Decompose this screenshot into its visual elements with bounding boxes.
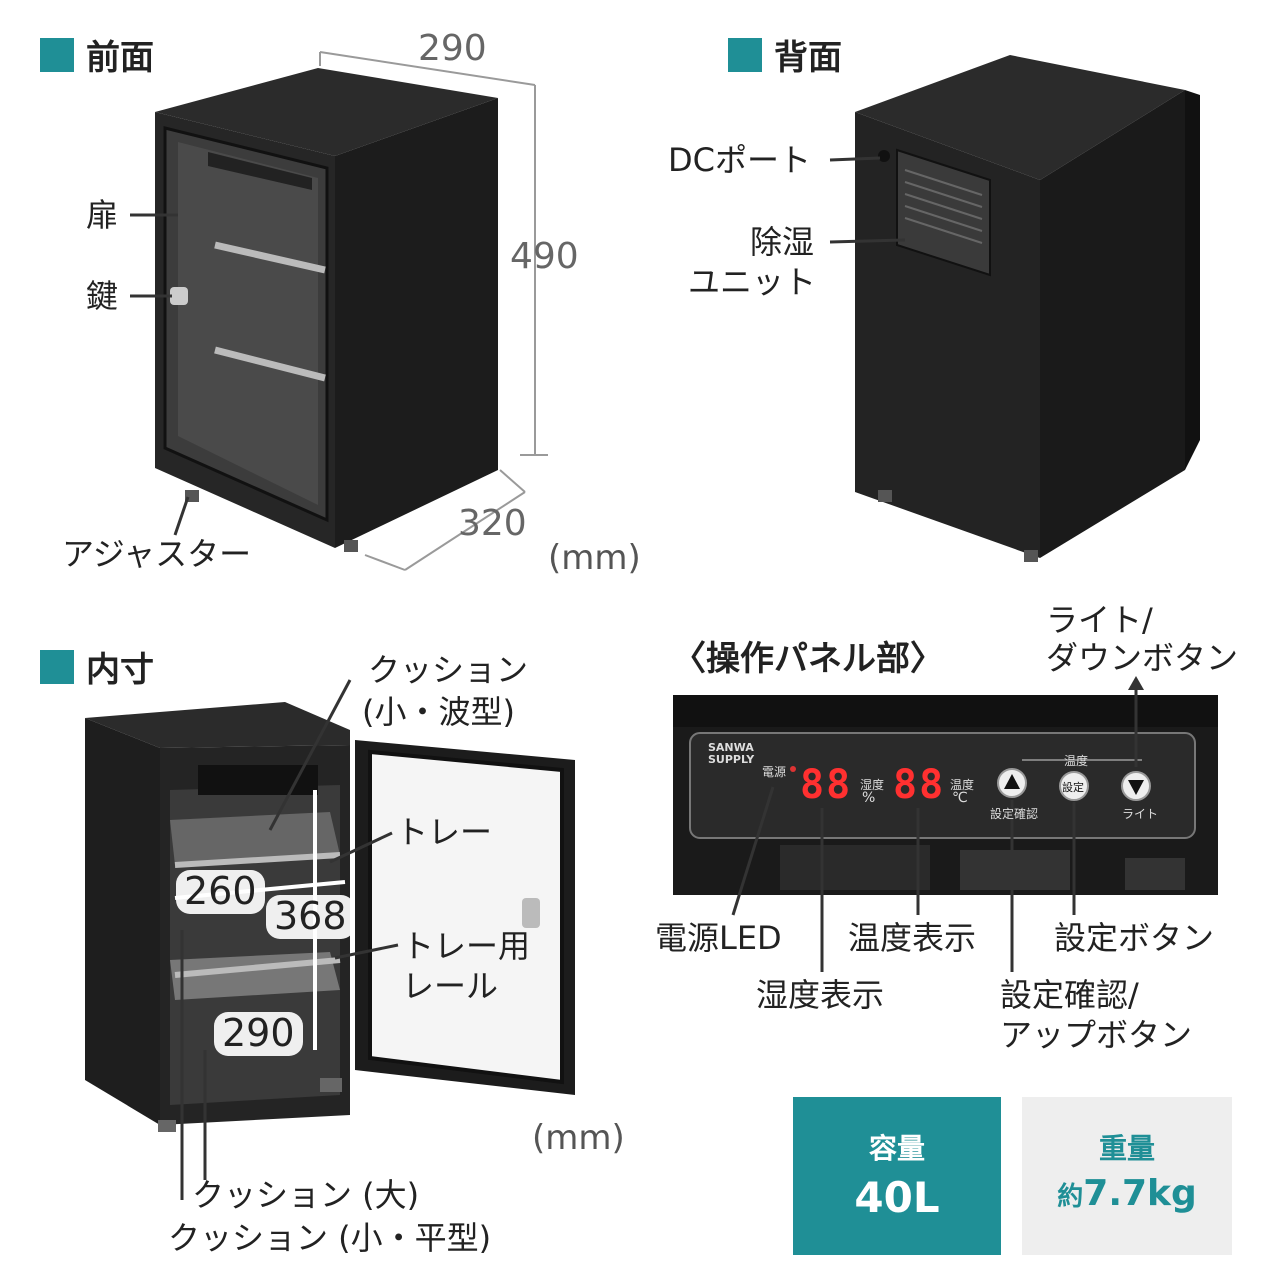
humidity-display-label: 湿度表示 (756, 976, 885, 1014)
confirm-up-label-line2: アップボタン (1000, 1016, 1193, 1054)
capacity-badge: 容量 40L (793, 1097, 1001, 1255)
up-button-sublabel: 設定確認 (990, 807, 1039, 821)
control-panel-photo (673, 695, 1218, 895)
panel-callout-arrows (1128, 676, 1144, 690)
interior-unit: (mm) (532, 1118, 625, 1158)
cushion-small-flat-label: クッション (小・平型) (168, 1219, 492, 1257)
temperature-small-label: 温度 (950, 778, 975, 792)
front-cabinet (155, 68, 498, 552)
tray-rail-label-line2: レール (402, 967, 499, 1005)
weight-value-wrap: 約7.7kg (1022, 1173, 1232, 1214)
temperature-led-display: 88 (893, 762, 946, 808)
light-down-label-line1: ライト/ (1046, 601, 1153, 639)
front-callout-lines (130, 213, 190, 536)
panel-heading: 〈操作パネル部〉 (672, 639, 944, 679)
heading-marker (40, 37, 74, 72)
panel-brand-logo: SANWA SUPPLY (708, 741, 755, 766)
back-callout-lines (829, 156, 906, 244)
back-heading: 背面 (728, 30, 842, 79)
power-led-label: 電源LED (655, 919, 782, 957)
cushion-small-wave-label-line1: クッション (368, 651, 529, 689)
dehumidifier-label-line1: 除湿 (750, 223, 815, 261)
front-heading: 前面 (40, 30, 154, 79)
front-depth-dim: 320 (458, 503, 527, 544)
confirm-up-label-line1: 設定確認/ (1000, 976, 1139, 1014)
humidity-small-label: 湿度 (860, 778, 885, 792)
key-label: 鍵 (86, 277, 119, 315)
humidity-led-display: 88 (800, 762, 853, 808)
set-button-label: 設定ボタン (1054, 919, 1215, 957)
dc-port-label: DCポート (668, 141, 811, 179)
weight-label: 重量 (1098, 1132, 1155, 1165)
set-button-face: 設定 (1062, 781, 1084, 794)
front-height-dim: 490 (510, 236, 579, 277)
cushion-small-wave-label-line2: (小・波型) (362, 693, 515, 731)
tray-label: トレー (396, 813, 493, 851)
panel-callout-lines (731, 682, 1138, 972)
humidity-unit: % (862, 790, 876, 806)
heading-marker (728, 37, 762, 72)
weight-badge: 重量 約7.7kg (1022, 1097, 1232, 1255)
weight-value: 7.7kg (1083, 1173, 1197, 1214)
front-width-dim: 290 (418, 28, 487, 69)
temperature-display-label: 温度表示 (848, 919, 977, 957)
interior-callout-lines (180, 679, 399, 1200)
panel-power-small: 電源 (762, 765, 787, 779)
adjuster-label: アジャスター (62, 535, 252, 573)
interior-heading: 内寸 (40, 642, 154, 691)
back-heading-text: 背面 (774, 38, 842, 78)
cushion-large-label: クッション (大) (192, 1176, 420, 1214)
dehumidifier-label-line2: ユニット (688, 263, 817, 301)
front-unit: (mm) (548, 538, 641, 578)
panel-group-label: 温度 (1064, 754, 1089, 768)
weight-prefix: 約 (1057, 1182, 1084, 1212)
interior-heading-text: 内寸 (86, 650, 154, 690)
front-dimension-lines (319, 51, 548, 571)
back-cabinet (855, 55, 1200, 562)
tray-rail-label-line1: トレー用 (402, 927, 531, 965)
light-down-label-line2: ダウンボタン (1046, 639, 1239, 677)
interior-width-dim: 260 (176, 869, 265, 914)
interior-height-dim: 368 (266, 894, 355, 939)
capacity-label: 容量 (868, 1132, 925, 1165)
down-button-sublabel: ライト (1122, 807, 1159, 821)
front-heading-text: 前面 (86, 38, 154, 78)
interior-depth-dim: 290 (214, 1011, 303, 1056)
heading-marker (40, 649, 74, 684)
temperature-unit: ℃ (952, 790, 968, 806)
capacity-value: 40L (854, 1173, 940, 1222)
door-label: 扉 (86, 196, 119, 234)
